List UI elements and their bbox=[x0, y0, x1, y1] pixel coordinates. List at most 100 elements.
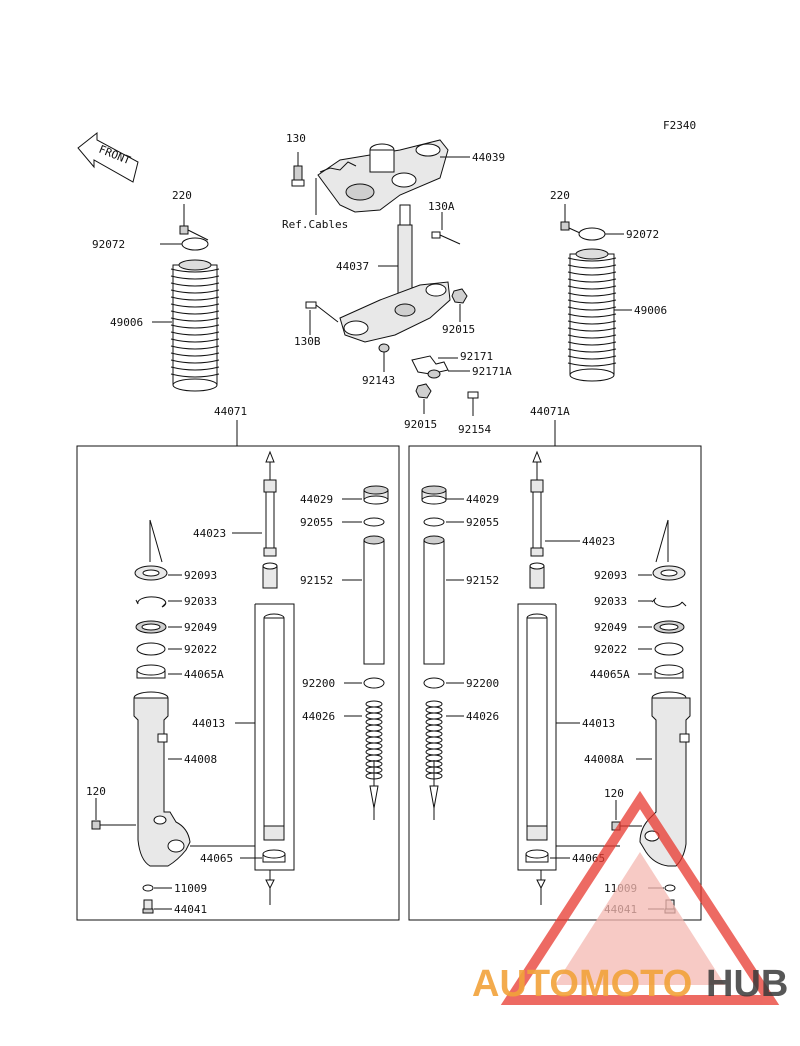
label-130: 130 bbox=[286, 132, 306, 145]
inner-tube-44013-right bbox=[526, 613, 548, 841]
spring-44026-right bbox=[425, 700, 443, 780]
label-92049-left: 92049 bbox=[184, 621, 217, 634]
cap-bolt-44029-right bbox=[421, 485, 447, 505]
label-44029-left: 44029 bbox=[300, 493, 333, 506]
bolt-130 bbox=[291, 152, 305, 187]
label-44041-left: 44041 bbox=[174, 903, 207, 916]
outer-tube-44008-left bbox=[133, 691, 191, 867]
label-44008-left: 44008 bbox=[184, 753, 217, 766]
bracket-92171 bbox=[411, 355, 449, 379]
clip-92033-right bbox=[651, 597, 687, 608]
clamp-92072-left bbox=[181, 237, 209, 251]
bolt-130b bbox=[305, 301, 339, 323]
label-92152-left: 92152 bbox=[300, 574, 333, 587]
bushing-44065a-right bbox=[654, 664, 684, 679]
washer-92022-left bbox=[136, 642, 166, 656]
fork-boot-49006-left bbox=[170, 259, 220, 392]
label-92022-left: 92022 bbox=[184, 643, 217, 656]
ref-cables-label: Ref.Cables bbox=[282, 218, 348, 231]
label-92171: 92171 bbox=[460, 350, 493, 363]
label-44008a-right: 44008A bbox=[584, 753, 624, 766]
screw-220-left bbox=[179, 204, 209, 241]
label-92022-right: 92022 bbox=[594, 643, 627, 656]
label-92093-left: 92093 bbox=[184, 569, 217, 582]
left-fork-assembly-box bbox=[76, 445, 400, 921]
gasket-11009-left bbox=[142, 884, 154, 892]
label-49006-right: 49006 bbox=[634, 304, 667, 317]
label-92055-right: 92055 bbox=[466, 516, 499, 529]
bolt-130a bbox=[431, 231, 461, 245]
bolt-92154 bbox=[467, 391, 479, 416]
fork-boot-49006-right bbox=[567, 248, 617, 382]
clamp-92072-right bbox=[578, 227, 606, 241]
upper-bracket-44039 bbox=[317, 139, 449, 213]
label-130a: 130A bbox=[428, 200, 455, 213]
label-220-left: 220 bbox=[172, 189, 192, 202]
label-92015-b: 92015 bbox=[404, 418, 437, 431]
label-92072-left: 92072 bbox=[92, 238, 125, 251]
nut-92015-upper bbox=[451, 288, 468, 304]
right-fork-assembly-box bbox=[408, 445, 702, 921]
bushing-44065-right bbox=[525, 849, 549, 863]
label-44013-left: 44013 bbox=[192, 717, 225, 730]
label-220-right: 220 bbox=[550, 189, 570, 202]
spacer-92152-left bbox=[363, 535, 385, 665]
inner-tube-44013-left bbox=[263, 613, 285, 841]
label-92152-right: 92152 bbox=[466, 574, 499, 587]
label-92055-left: 92055 bbox=[300, 516, 333, 529]
label-92093-right: 92093 bbox=[594, 569, 627, 582]
label-44071: 44071 bbox=[214, 405, 247, 418]
label-92171a: 92171A bbox=[472, 365, 512, 378]
front-arrow: FRONT bbox=[77, 131, 139, 183]
bushing-44065-left bbox=[262, 849, 286, 863]
diagram-code: F2340 bbox=[663, 119, 696, 132]
collar-92143 bbox=[378, 343, 390, 353]
label-120-right: 120 bbox=[604, 787, 624, 800]
watermark-triangle-icon bbox=[500, 790, 780, 1005]
label-92200-right: 92200 bbox=[466, 677, 499, 690]
label-92033-right: 92033 bbox=[594, 595, 627, 608]
damper-rod-44023-left bbox=[262, 450, 278, 589]
watermark-logo bbox=[500, 790, 780, 1005]
nut-92015-lower bbox=[415, 383, 432, 399]
label-44037: 44037 bbox=[336, 260, 369, 273]
label-130b: 130B bbox=[294, 335, 321, 348]
bushing-44065a-left bbox=[136, 664, 166, 679]
label-120-left: 120 bbox=[86, 785, 106, 798]
washer-92200-right bbox=[423, 677, 445, 689]
gasket-11009-right bbox=[664, 884, 676, 892]
screw-220-right bbox=[560, 204, 581, 234]
label-92154: 92154 bbox=[458, 423, 491, 436]
washer-92200-left bbox=[363, 677, 385, 689]
inner-bracket-line-left bbox=[190, 603, 295, 871]
bolt-120-left bbox=[91, 820, 136, 830]
spacer-92152-right bbox=[423, 535, 445, 665]
label-44026-right: 44026 bbox=[466, 710, 499, 723]
label-92200-left: 92200 bbox=[302, 677, 335, 690]
label-92033-left: 92033 bbox=[184, 595, 217, 608]
label-44023-left: 44023 bbox=[193, 527, 226, 540]
label-92072-right: 92072 bbox=[626, 228, 659, 241]
steering-stem-44037 bbox=[339, 204, 451, 343]
label-44071a: 44071A bbox=[530, 405, 570, 418]
washer-92022-right bbox=[654, 642, 684, 656]
inner-bracket-line-right bbox=[517, 603, 620, 871]
watermark-text-part2: HUB bbox=[706, 963, 788, 1005]
label-49006-left: 49006 bbox=[110, 316, 143, 329]
damper-rod-44023-right bbox=[529, 450, 545, 589]
label-44026-left: 44026 bbox=[302, 710, 335, 723]
watermark-text-part1: AUTOMOTO bbox=[472, 963, 692, 1005]
label-44065-left: 44065 bbox=[200, 852, 233, 865]
label-44039: 44039 bbox=[472, 151, 505, 164]
oring-92055-right bbox=[423, 517, 445, 527]
label-92049-right: 92049 bbox=[594, 621, 627, 634]
bolt-44041-left bbox=[142, 899, 154, 914]
label-44013-right: 44013 bbox=[582, 717, 615, 730]
label-44023-right: 44023 bbox=[582, 535, 615, 548]
label-92015-a: 92015 bbox=[442, 323, 475, 336]
cap-bolt-44029-left bbox=[363, 485, 389, 505]
label-44065a-right: 44065A bbox=[590, 668, 630, 681]
spring-44026-left bbox=[365, 700, 383, 780]
label-44065a-left: 44065A bbox=[184, 668, 224, 681]
